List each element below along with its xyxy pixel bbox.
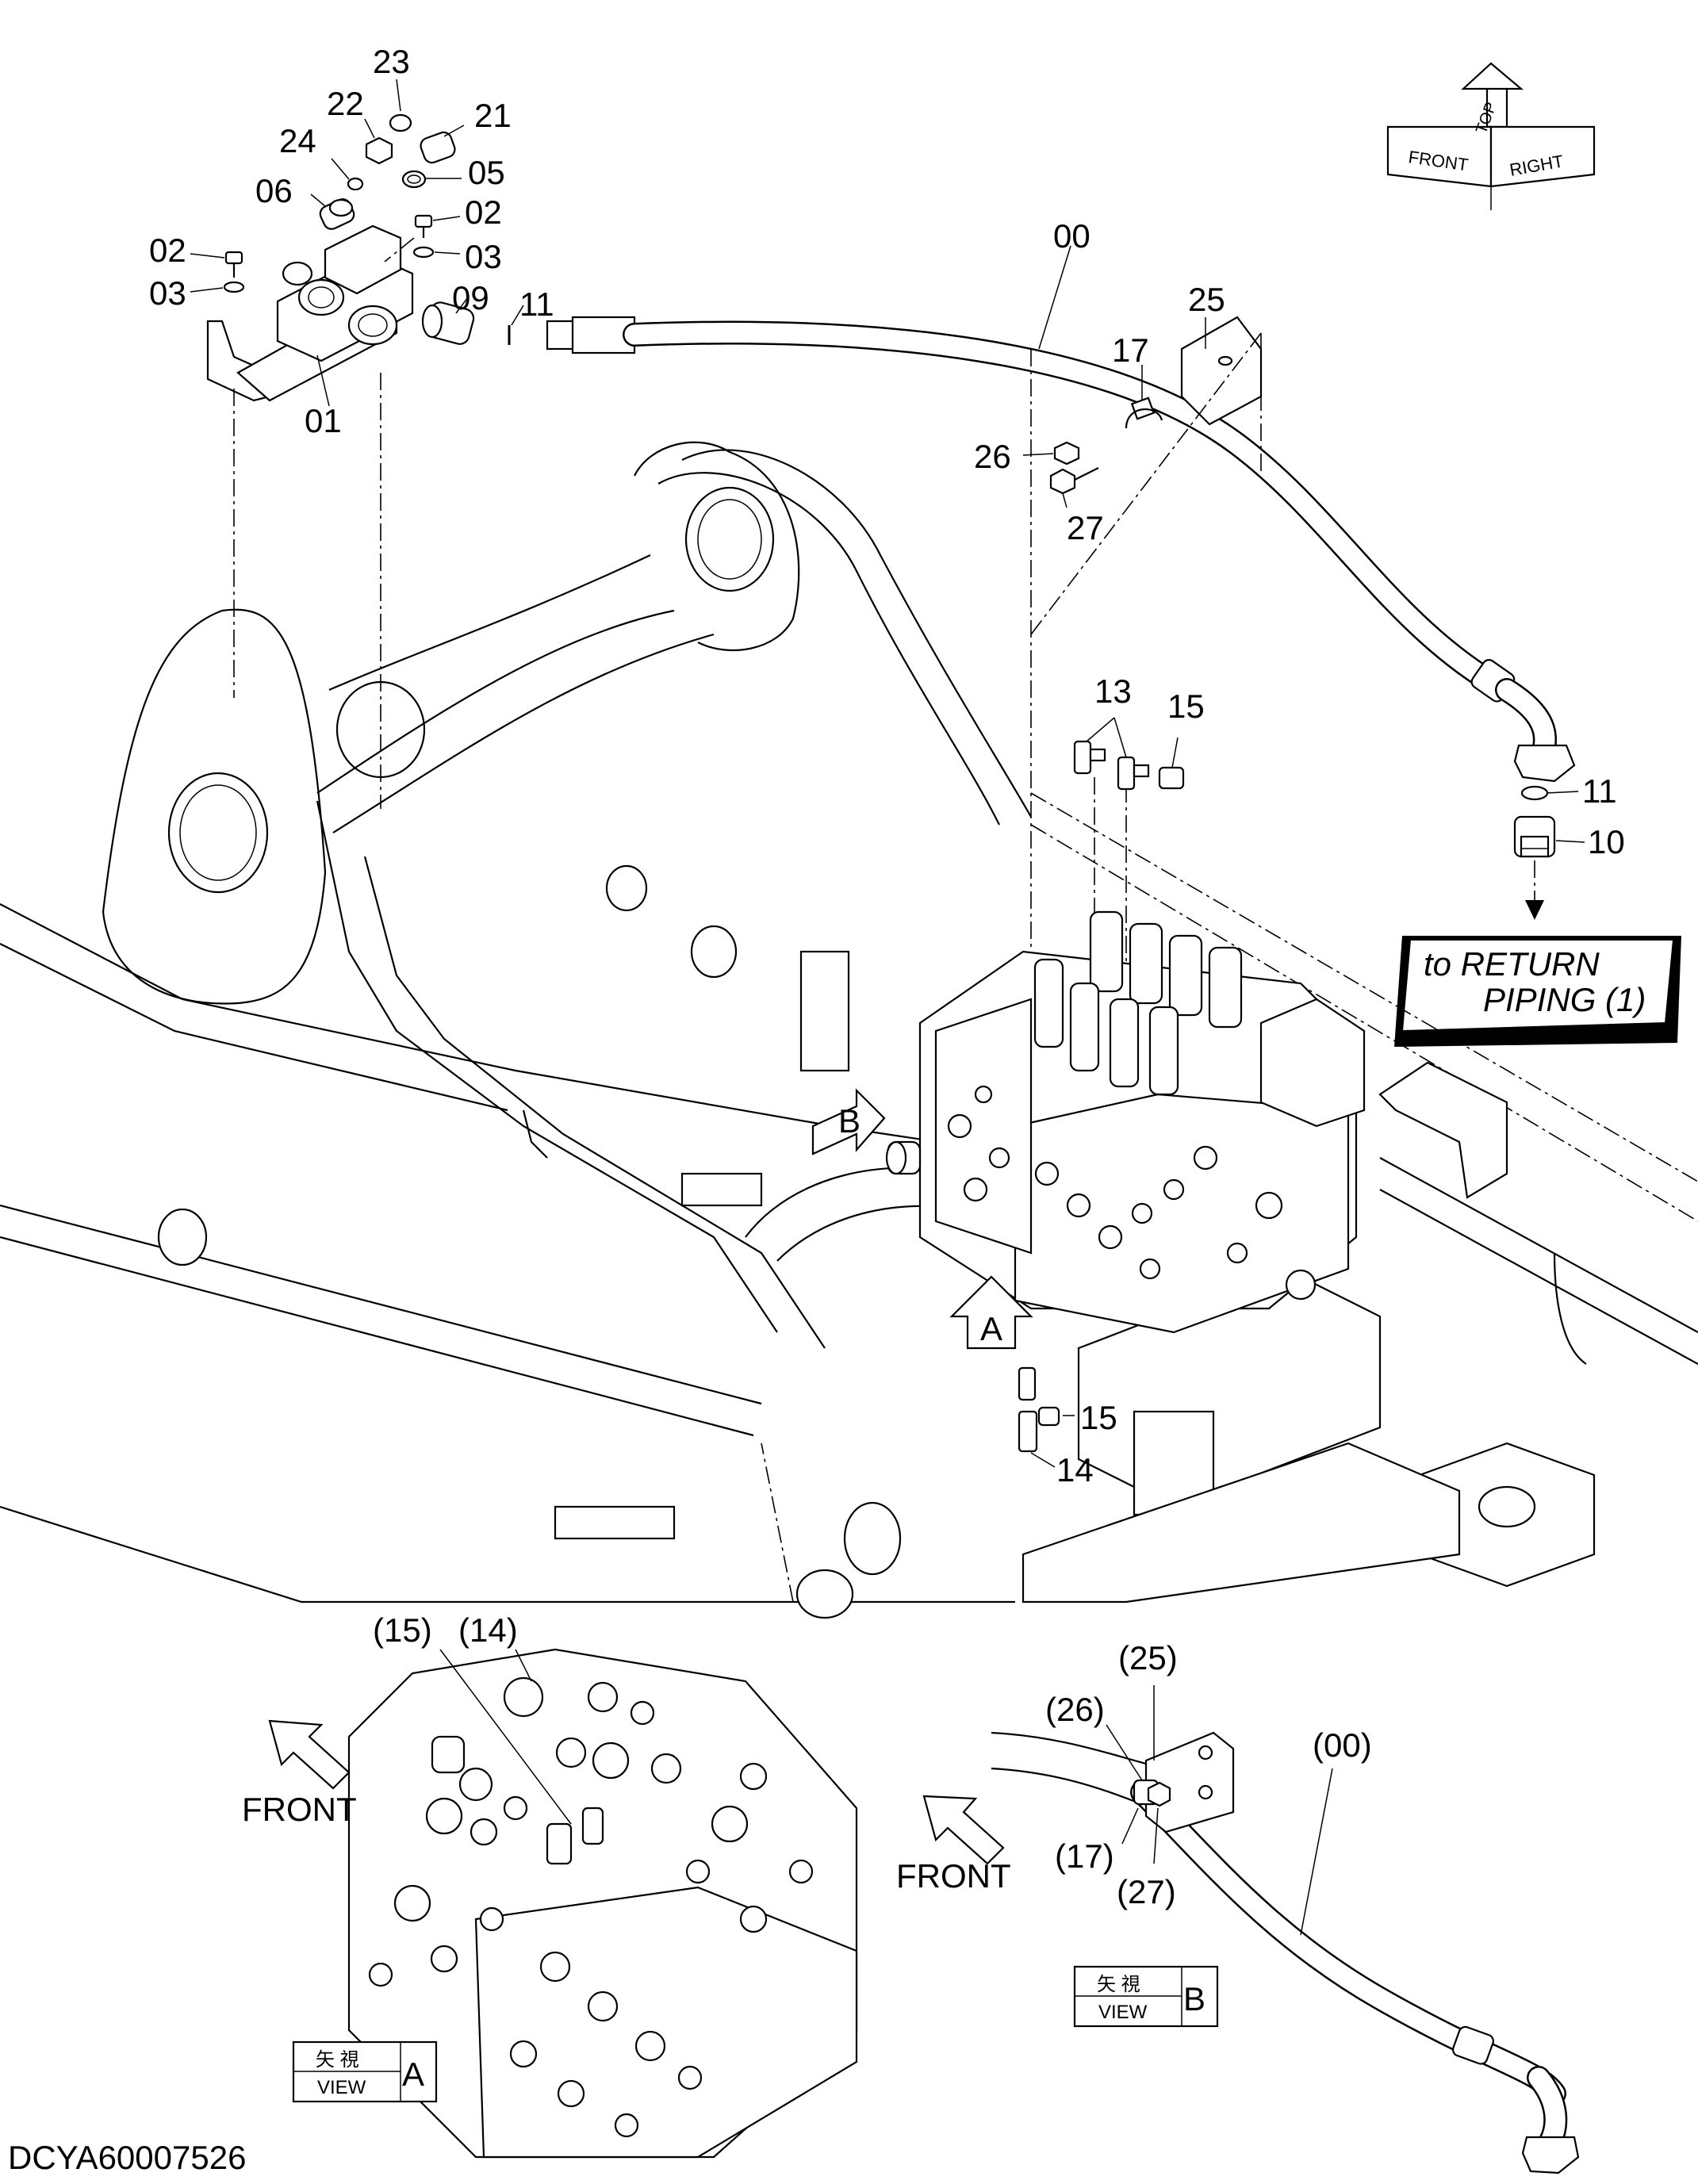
view-a-view-word: VIEW	[317, 2077, 366, 2098]
tee-14-icon	[1018, 1366, 1075, 1468]
view-a-front-label: FRONT	[242, 1791, 357, 1828]
callout-10: 10	[1588, 823, 1625, 860]
plug-15-icon	[1158, 737, 1185, 790]
callout-27: 27	[1067, 509, 1104, 546]
view-b-label-17: (17)	[1055, 1837, 1114, 1875]
callout-24: 24	[279, 122, 316, 159]
fitting-06-icon	[319, 198, 355, 230]
callout-06: 06	[255, 172, 293, 209]
callout-00: 00	[1053, 217, 1090, 255]
note-line-1: to RETURN	[1424, 945, 1600, 983]
view-a-ports-icon	[368, 1676, 814, 2138]
orientation-cube-icon: TOP FRONT RIGHT	[1386, 62, 1596, 210]
callout-14: 14	[1056, 1451, 1094, 1489]
callout-11-right: 11	[1582, 772, 1617, 810]
adapter-10-icon	[1513, 815, 1556, 858]
valve-ports-icon	[947, 1085, 1317, 1301]
view-b-detail: FRONT (25) (26) (17) (27) (00) 矢 視 VIEW …	[896, 1639, 1580, 2174]
callout-21: 21	[474, 97, 512, 134]
view-a-label-14: (14)	[458, 1611, 518, 1649]
note-line-2: PIPING (1)	[1483, 981, 1646, 1018]
view-a-kanji: 矢 視	[316, 2049, 359, 2071]
view-b-label-26: (26)	[1045, 1691, 1105, 1728]
oring-11-icon	[1520, 785, 1549, 801]
bolt-27-icon	[1049, 468, 1076, 495]
view-a-arrow-letter: A	[980, 1310, 1002, 1347]
cap-21-icon	[420, 131, 456, 164]
view-a-label-15: (15)	[373, 1611, 432, 1649]
washer-03-left-icon	[223, 281, 245, 293]
bolt-02-left-icon	[224, 251, 243, 278]
hose-00-icon	[546, 245, 1585, 920]
view-b-label-00: (00)	[1313, 1726, 1372, 1764]
callout-26: 26	[974, 438, 1011, 475]
callout-13: 13	[1094, 672, 1132, 710]
callout-03-right: 03	[465, 238, 502, 275]
callout-15-lower: 15	[1080, 1399, 1117, 1436]
control-valve	[885, 910, 1366, 1334]
view-b-letter: B	[1183, 1980, 1205, 2017]
callout-03-left: 03	[149, 274, 186, 312]
callout-01: 01	[305, 402, 342, 439]
nut-22-icon	[365, 136, 393, 165]
view-b-front-label: FRONT	[896, 1857, 1011, 1895]
fitting-05-icon	[401, 170, 427, 189]
callout-17: 17	[1112, 331, 1149, 369]
view-a-letter: A	[402, 2056, 424, 2093]
callout-09: 09	[452, 279, 489, 316]
view-b-arrow-letter: B	[838, 1102, 860, 1140]
nut-26-icon	[1053, 441, 1080, 466]
tee-13-icon	[1073, 717, 1150, 791]
oring-24-icon	[347, 177, 364, 191]
view-b-kanji: 矢 視	[1097, 1974, 1140, 1995]
callout-23: 23	[373, 43, 410, 80]
view-b-label-25: (25)	[1118, 1639, 1178, 1676]
view-a-front-arrow-icon	[268, 1719, 351, 1790]
return-piping-note: to RETURN PIPING (1)	[1394, 936, 1681, 1047]
valve-block-assembly	[190, 79, 524, 407]
callout-15-top: 15	[1167, 688, 1205, 725]
view-b-arrow-icon: B	[811, 1088, 886, 1155]
callout-25: 25	[1188, 281, 1225, 318]
bolt-02-right-icon	[414, 214, 433, 238]
view-b-view-word: VIEW	[1098, 2002, 1148, 2023]
washer-03-right-icon	[412, 246, 435, 259]
callout-22: 22	[327, 85, 364, 122]
drawing-id: DCYA60007526	[8, 2139, 246, 2176]
view-b-label-27: (27)	[1117, 1873, 1176, 1910]
view-b-front-arrow-icon	[922, 1795, 1005, 1865]
view-a-detail: FRONT (14) (15) 矢 視 VIEW A	[242, 1611, 858, 2159]
elbow-09-icon	[421, 301, 475, 345]
callout-02-left: 02	[149, 232, 186, 269]
swing-frame	[0, 332, 1698, 1619]
callout-labels: 23 22 21 24 05 06 02 02 03 03 09 11 01 0…	[149, 43, 1625, 1489]
view-a-arrow-icon: A	[949, 1275, 1033, 1350]
spools-icon	[1033, 910, 1243, 1096]
plug-23-icon	[389, 113, 412, 132]
callout-11-top: 11	[519, 285, 554, 323]
callout-02-right: 02	[465, 193, 502, 231]
callout-05: 05	[468, 154, 505, 191]
